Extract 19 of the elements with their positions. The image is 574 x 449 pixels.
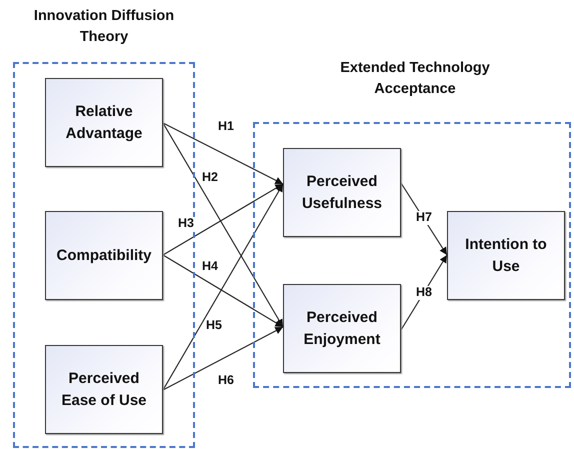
- construct-box: Perceived Ease of Use: [45, 345, 163, 434]
- edge-label: H8: [415, 286, 433, 300]
- edge-label: H7: [415, 211, 433, 225]
- arrow: [162, 122, 284, 328]
- construct-box: Relative Advantage: [45, 78, 163, 167]
- construct-box: Perceived Usefulness: [283, 148, 401, 237]
- construct-box: Intention to Use: [447, 211, 565, 300]
- group-heading: Innovation Diffusion Theory: [32, 7, 176, 48]
- construct-box: Perceived Enjoyment: [283, 284, 401, 373]
- group-heading: Extended Technology Acceptance: [339, 59, 491, 100]
- arrow: [400, 254, 448, 330]
- arrow: [162, 122, 284, 184]
- arrow: [162, 326, 284, 390]
- edge-label: H3: [177, 217, 195, 231]
- arrow: [162, 184, 284, 390]
- arrow: [162, 254, 284, 328]
- construct-box: Compatibility: [45, 211, 163, 300]
- arrow: [162, 184, 284, 256]
- arrow: [400, 182, 448, 256]
